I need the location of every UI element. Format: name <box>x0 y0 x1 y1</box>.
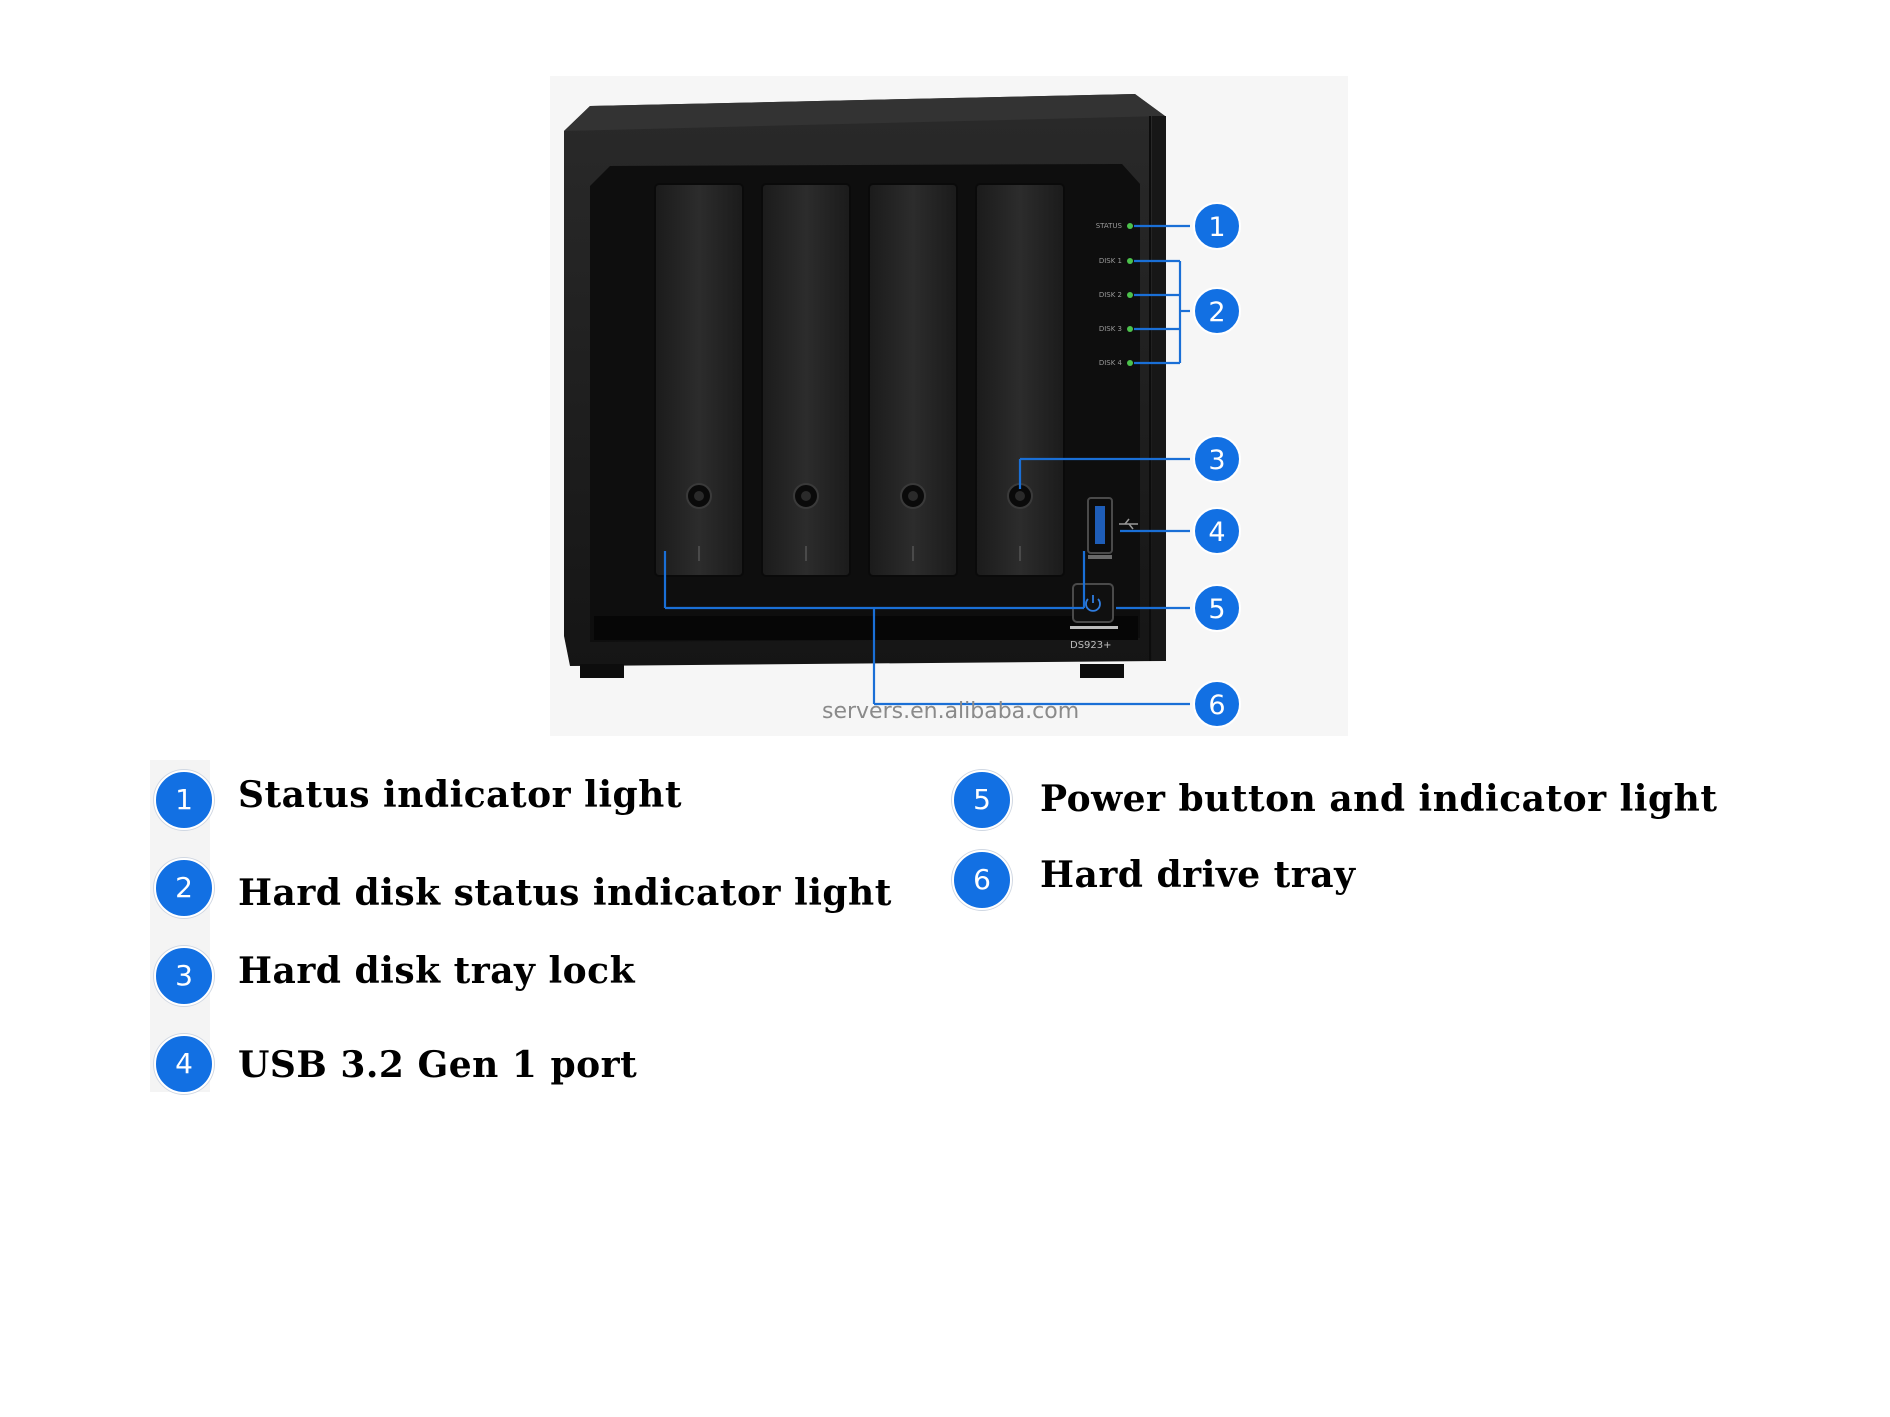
legend-badge: 6 <box>952 850 1012 910</box>
legend-badge: 2 <box>154 858 214 918</box>
led-label-status: STATUS <box>1096 222 1123 230</box>
legend-label: Status indicator light <box>238 774 682 816</box>
svg-text:1: 1 <box>1208 212 1225 243</box>
led-panel: STATUS DISK 1 DISK 2 DISK 3 DISK 4 <box>1096 222 1133 367</box>
legend-badge: 5 <box>952 770 1012 830</box>
callout-badge-1: 1 <box>1193 202 1241 250</box>
chassis-foot-right <box>1080 664 1124 678</box>
chassis-side-panel <box>1152 116 1166 661</box>
svg-text:6: 6 <box>1208 690 1225 721</box>
led-label-disk-3: DISK 3 <box>1099 325 1122 333</box>
legend-badge: 3 <box>154 946 214 1006</box>
legend-label: Power button and indicator light <box>1040 778 1718 820</box>
legend-label: Hard drive tray <box>1040 854 1356 896</box>
svg-text:5: 5 <box>1208 594 1225 625</box>
led-label-disk-1: DISK 1 <box>1099 257 1122 265</box>
drive-tray-4 <box>975 183 1065 577</box>
drive-bay-floor <box>594 616 1138 640</box>
svg-text:3: 3 <box>1208 445 1225 476</box>
legend-badge: 1 <box>154 770 214 830</box>
callout-badge-6: 6 <box>1193 680 1241 728</box>
watermark-text: servers.en.alibaba.com <box>822 699 1079 724</box>
led-label-disk-4: DISK 4 <box>1099 359 1123 367</box>
model-label: DS923+ <box>1070 640 1112 651</box>
power-icon <box>1085 595 1101 612</box>
legend-label: USB 3.2 Gen 1 port <box>238 1044 638 1086</box>
callout-badge-3: 3 <box>1193 435 1241 483</box>
disk-3-led <box>1127 326 1133 332</box>
leader-lines <box>663 224 1190 706</box>
led-label-disk-2: DISK 2 <box>1099 291 1122 299</box>
chassis-top-edge <box>564 94 1165 131</box>
svg-text:4: 4 <box>1208 517 1225 548</box>
callout-badge-2: 2 <box>1193 287 1241 335</box>
legend-badge: 4 <box>154 1034 214 1094</box>
legend-label: Hard disk tray lock <box>238 950 636 992</box>
disk-2-led <box>1127 292 1133 298</box>
status-led <box>1127 223 1133 229</box>
drive-tray-3 <box>868 183 958 577</box>
usb-port <box>1087 497 1138 559</box>
usb-icon <box>1119 518 1138 530</box>
nas-device-illustration: STATUS DISK 1 DISK 2 DISK 3 DISK 4 <box>564 94 1241 728</box>
callout-badge-4: 4 <box>1193 507 1241 555</box>
legend-label: Hard disk status indicator light <box>238 872 892 914</box>
disk-4-led <box>1127 360 1133 366</box>
disk-1-led <box>1127 258 1133 264</box>
drive-tray-2 <box>761 183 851 577</box>
drive-tray-1 <box>654 183 744 577</box>
chassis-foot-left <box>580 664 624 678</box>
svg-text:2: 2 <box>1208 297 1225 328</box>
callout-badge-5: 5 <box>1193 584 1241 632</box>
device-figure: STATUS DISK 1 DISK 2 DISK 3 DISK 4 <box>550 76 1348 736</box>
